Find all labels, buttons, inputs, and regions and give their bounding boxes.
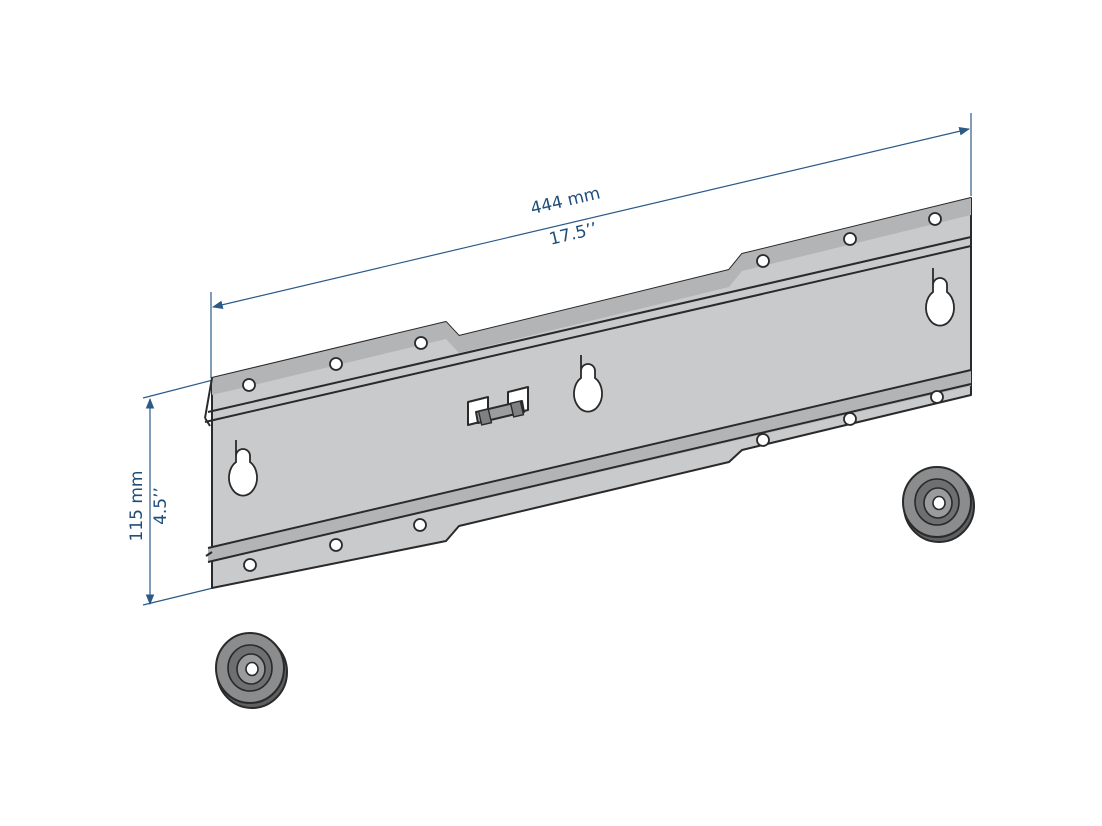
width-dimension-line [211,127,971,309]
wall-plate-icon [204,197,972,589]
height-extension-top [142,379,214,399]
height-mm-label: 115 mm [127,471,147,542]
hole-bottom-1 [243,558,257,572]
spacer-ring-icon [215,632,288,709]
height-in-label: 4.5’’ [151,487,171,525]
spacer-ring-icon [902,466,975,543]
hole-top-2 [329,357,343,371]
hole-top-3 [414,336,428,350]
keyhole-slot-right [925,268,955,327]
hole-top-4 [756,254,770,268]
latch-clip-icon [467,386,529,426]
hole-top-6 [928,212,942,226]
height-extension-bottom [142,587,214,606]
width-mm-label: 444 mm [529,183,603,219]
hole-top-5 [843,232,857,246]
hole-bottom-4 [756,433,770,447]
hole-bottom-2 [329,538,343,552]
height-dimension: 115 mm 4.5’’ [127,379,214,606]
keyhole-slot-left [228,440,258,497]
hole-top-1 [242,378,256,392]
width-in-label: 17.5’’ [547,219,599,250]
hole-bottom-5 [843,412,857,426]
hole-bottom-3 [413,518,427,532]
hole-bottom-6 [930,390,944,404]
keyhole-slot-center [573,355,603,413]
